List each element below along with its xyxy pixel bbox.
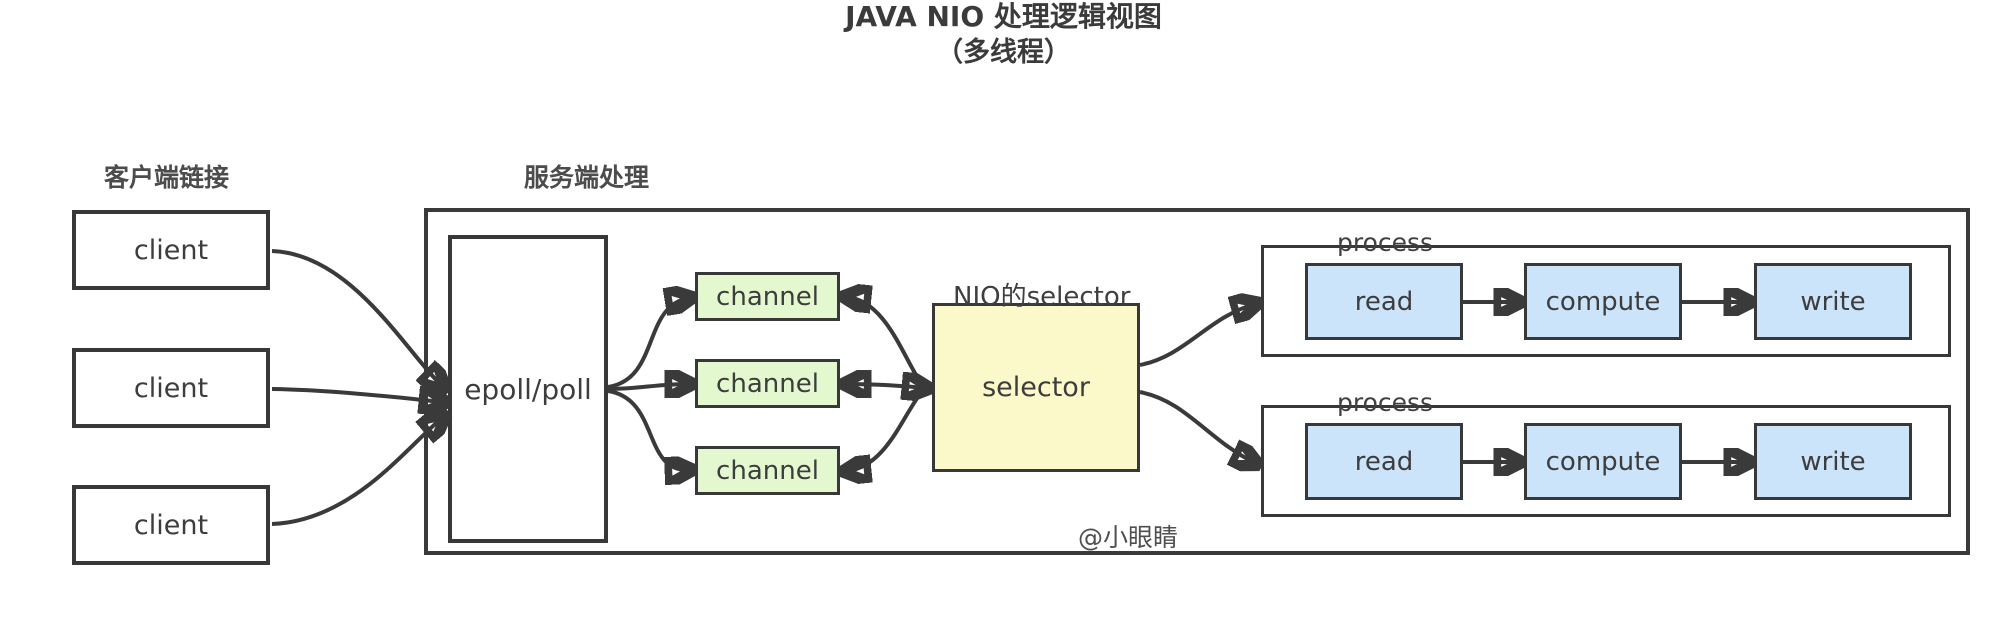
write-box-1: write: [1754, 263, 1912, 340]
edge-client2-epoll: [271, 389, 443, 402]
compute-box-2: compute: [1524, 423, 1682, 500]
selector-box: selector: [932, 303, 1140, 472]
page-title: JAVA NIO 处理逻辑视图: [845, 0, 1162, 33]
edge-client3-epoll: [271, 417, 443, 526]
read-box-1: read: [1305, 263, 1463, 340]
client-box-1: client: [72, 210, 270, 290]
nio-selector-label: NIO的selector: [953, 282, 1131, 312]
read-box-2: read: [1305, 423, 1463, 500]
compute-box-1: compute: [1524, 263, 1682, 340]
process-container-1: read compute write: [1261, 245, 1951, 357]
client-box-2: client: [72, 348, 270, 428]
process-label-2: process: [1337, 388, 1434, 417]
edge-client1-epoll: [271, 249, 443, 387]
write-box-2: write: [1754, 423, 1912, 500]
channel-box-2: channel: [695, 359, 840, 408]
channel-box-3: channel: [695, 446, 840, 495]
page-subtitle: （多线程）: [936, 36, 1071, 68]
server-section-label: 服务端处理: [524, 163, 650, 192]
process-container-2: read compute write: [1261, 405, 1951, 517]
channel-box-1: channel: [695, 272, 840, 321]
title-block: JAVA NIO 处理逻辑视图 （多线程）: [0, 0, 2007, 69]
process-label-1: process: [1337, 228, 1434, 257]
watermark-text: @小眼睛: [1078, 523, 1179, 552]
client-box-3: client: [72, 485, 270, 565]
client-section-label: 客户端链接: [104, 163, 230, 192]
epoll-poll-box: epoll/poll: [448, 235, 608, 543]
